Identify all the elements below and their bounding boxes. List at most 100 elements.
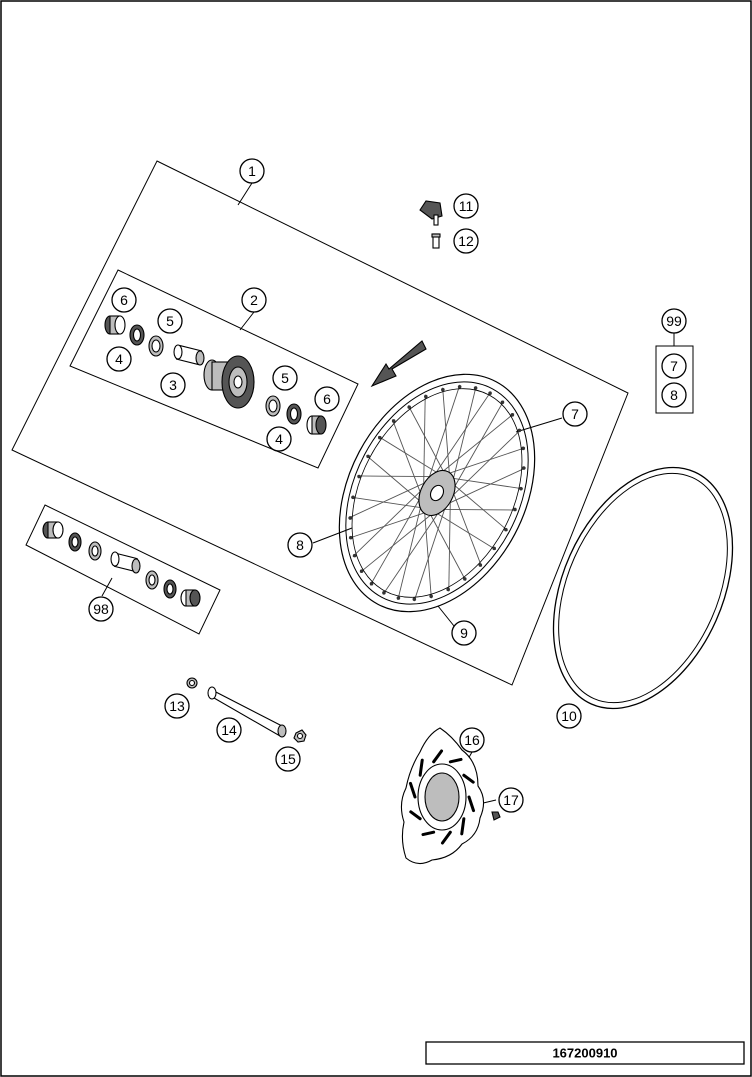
spoke-nipple: [424, 394, 428, 399]
callout-2: 2: [241, 287, 267, 313]
spoke: [413, 504, 447, 602]
spoke: [357, 475, 434, 478]
valve-part: [431, 233, 441, 249]
spoke-nipple: [407, 405, 412, 409]
rotation-direction-arrow-icon: [370, 340, 427, 388]
svg-text:5: 5: [166, 313, 174, 329]
rim-tape: [552, 466, 734, 710]
callout-17: 17: [498, 787, 524, 813]
svg-text:10: 10: [561, 708, 577, 724]
spoke-nipple: [517, 428, 522, 433]
spoke-nipple: [357, 474, 361, 479]
callout-6-left: 6: [111, 287, 137, 313]
spoke-nipple: [519, 486, 523, 491]
spoke-nipple: [492, 546, 496, 551]
spoke: [451, 482, 508, 531]
spoke-nipple: [412, 597, 417, 601]
spokes: [348, 384, 526, 602]
callout-99: 99: [661, 308, 687, 334]
spoke: [397, 502, 423, 601]
spoke-nipple: [521, 446, 526, 451]
svg-text:17: 17: [503, 792, 519, 808]
svg-text:7: 7: [571, 406, 579, 422]
leader-lines: [101, 182, 675, 809]
valve-cap-part: [419, 200, 443, 226]
callout-11: 11: [453, 193, 479, 219]
hub-assembly-box: [69, 269, 359, 469]
spoke-nipple: [382, 590, 386, 595]
spoke-nipple: [446, 587, 450, 592]
spoke-nipple: [457, 385, 462, 389]
callout-98: 98: [88, 596, 114, 622]
spoke: [369, 494, 423, 586]
spoke: [428, 510, 467, 581]
disc-slot: [467, 795, 476, 813]
spoke: [366, 455, 423, 504]
spoke: [352, 487, 425, 557]
spoke: [451, 490, 483, 567]
disc-slot: [409, 810, 422, 821]
callouts: 1 2 6 5 4 3 5 6 4 11 12 99 7 8 7 8 9 98 …: [88, 158, 687, 813]
spoke: [423, 507, 432, 599]
svg-text:15: 15: [280, 751, 296, 767]
drawing-number: 167200910: [552, 1046, 617, 1061]
disc-slot: [462, 773, 475, 784]
front-wheel: [338, 373, 536, 613]
spoke: [448, 497, 451, 592]
spoke-nipple: [510, 413, 515, 417]
axle-parts: [186, 677, 307, 743]
spoke: [442, 387, 451, 479]
disc-slot: [421, 830, 436, 837]
spoke: [449, 477, 523, 490]
svg-text:1: 1: [248, 163, 256, 179]
disc-slot: [432, 749, 444, 764]
wheel-hub-part: [203, 355, 255, 409]
svg-text:8: 8: [296, 537, 304, 553]
bearing-kit-parts: [42, 521, 201, 607]
spoke: [444, 447, 526, 476]
spacer-ring-left: [148, 335, 164, 357]
svg-text:3: 3: [169, 377, 177, 393]
svg-text:8: 8: [670, 387, 678, 403]
svg-text:9: 9: [460, 625, 468, 641]
callout-3: 3: [160, 372, 186, 398]
callout-7: 7: [562, 401, 588, 427]
seal-ring-right: [306, 415, 327, 435]
svg-text:6: 6: [323, 391, 331, 407]
callout-8: 8: [287, 532, 313, 558]
svg-text:16: 16: [464, 732, 480, 748]
spoke-nipple: [352, 553, 357, 558]
spoke: [391, 419, 423, 496]
spoke-nipple: [488, 391, 492, 396]
spoke-nipple: [462, 577, 467, 581]
callout-5-right: 5: [272, 365, 298, 391]
spoke-nipple: [500, 400, 505, 405]
wheel-assembly-box: [11, 160, 629, 686]
disc-slot: [418, 758, 424, 777]
bearing-kit-box: [25, 504, 221, 635]
callout-12: 12: [453, 228, 479, 254]
svg-text:4: 4: [275, 431, 283, 447]
callout-14: 14: [216, 717, 242, 743]
spoke: [451, 385, 477, 484]
spoke: [378, 435, 440, 475]
spoke: [449, 429, 522, 499]
disc-slot: [448, 757, 463, 764]
svg-text:2: 2: [250, 292, 258, 308]
svg-text:12: 12: [458, 233, 474, 249]
spoke: [427, 384, 461, 482]
spoke-nipple: [366, 454, 370, 459]
svg-text:98: 98: [93, 601, 109, 617]
callout-6-right: 6: [314, 386, 340, 412]
callout-16: 16: [459, 727, 485, 753]
spoke: [351, 496, 425, 509]
bearing-right: [286, 403, 302, 425]
spoke-nipple: [396, 596, 401, 600]
spoke: [407, 405, 446, 476]
spoke: [382, 508, 442, 595]
spoke-nipple: [521, 466, 526, 470]
rim-inner: [345, 381, 529, 605]
drawing-number-box: [425, 1041, 745, 1065]
spoke-nipple: [478, 563, 483, 567]
